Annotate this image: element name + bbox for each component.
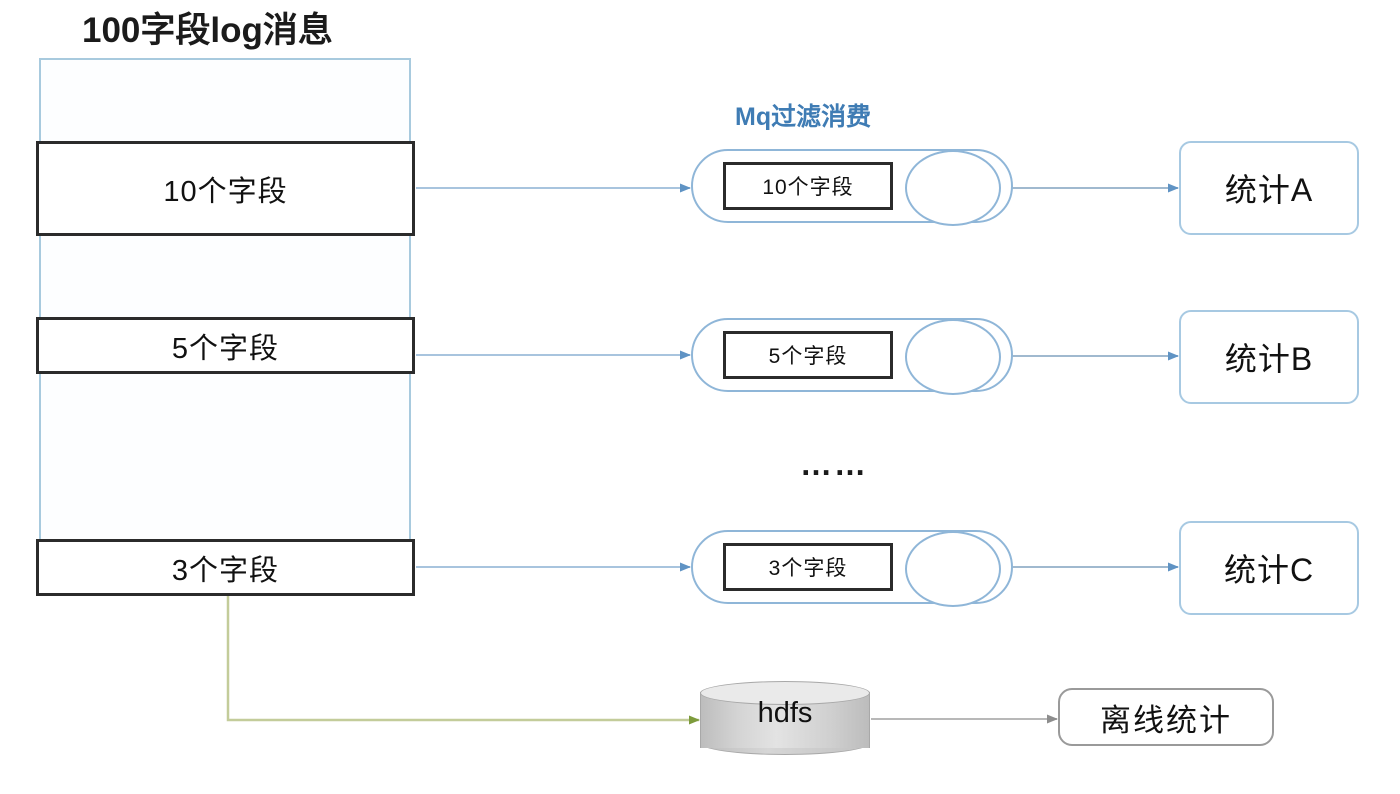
- hdfs-cylinder-top: [700, 681, 870, 705]
- mq-field-label-3: 3个字段: [723, 543, 893, 591]
- mq-node-1[interactable]: 10个字段: [691, 149, 1013, 226]
- mq-field-label-2: 5个字段: [723, 331, 893, 379]
- source-field-label-1: 10个字段: [163, 175, 288, 208]
- mq-node-3[interactable]: 3个字段: [691, 530, 1013, 607]
- mq-consumer-circle-3: [905, 531, 1001, 607]
- stat-output-label-c: 统计C: [1223, 552, 1315, 588]
- source-field-block-2[interactable]: 5个字段: [36, 317, 415, 374]
- source-field-block-1[interactable]: 10个字段: [36, 141, 415, 236]
- mq-consumer-circle-1: [905, 150, 1001, 226]
- hdfs-database-icon[interactable]: hdfs: [700, 681, 870, 756]
- mq-field-text-1: 10个字段: [762, 176, 854, 199]
- arrow-field3-to-hdfs: [226, 596, 700, 725]
- source-field-label-2: 5个字段: [171, 332, 280, 365]
- mq-field-text-3: 3个字段: [768, 557, 848, 580]
- source-field-block-3[interactable]: 3个字段: [36, 539, 415, 596]
- mq-node-2[interactable]: 5个字段: [691, 318, 1013, 395]
- stat-output-label-a: 统计A: [1224, 172, 1314, 208]
- page-title: 100字段log消息: [82, 11, 333, 50]
- stat-output-a[interactable]: 统计A: [1179, 141, 1359, 235]
- stat-output-b[interactable]: 统计B: [1179, 310, 1359, 404]
- stat-output-c[interactable]: 统计C: [1179, 521, 1359, 615]
- source-field-label-3: 3个字段: [171, 554, 280, 587]
- mq-consumer-circle-2: [905, 319, 1001, 395]
- offline-stat-box[interactable]: 离线统计: [1058, 688, 1274, 746]
- mq-field-label-1: 10个字段: [723, 162, 893, 210]
- offline-stat-label: 离线统计: [1100, 702, 1232, 738]
- hdfs-label: hdfs: [757, 697, 813, 729]
- mq-field-text-2: 5个字段: [768, 345, 848, 368]
- mq-section-title: Mq过滤消费: [735, 103, 872, 131]
- stat-output-label-b: 统计B: [1224, 341, 1314, 377]
- ellipsis-indicator: ……: [800, 446, 868, 482]
